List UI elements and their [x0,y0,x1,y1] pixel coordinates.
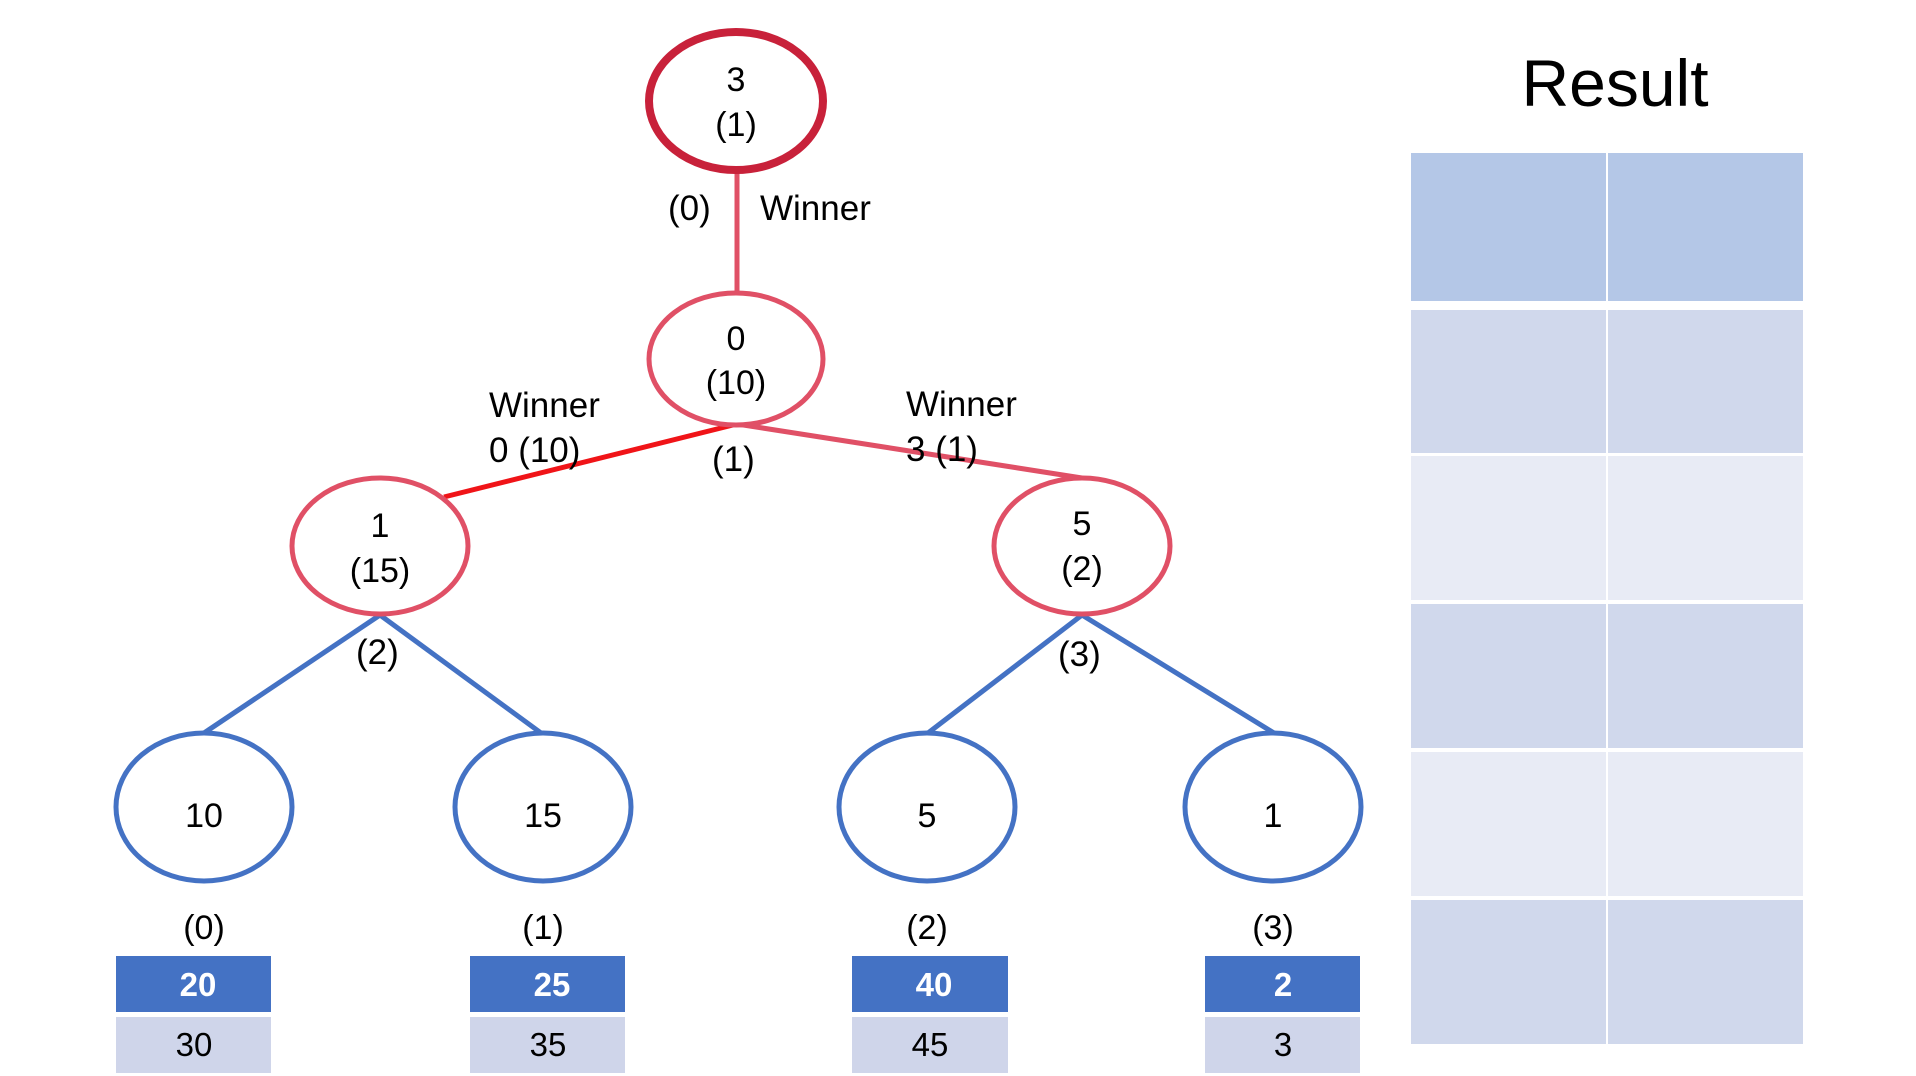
edge-labels: (0) Winner Winner 0 (10) Winner 3 (1) (1… [356,189,1101,674]
run-3: (3) 2 3 [1205,909,1360,1073]
edge-level1-right [736,421,1083,481]
result-cell [1608,456,1803,600]
result-cell [1608,752,1803,896]
root-node: 3 (1) [645,28,827,174]
run-next-value: 30 [176,1026,213,1063]
run-index-label: (3) [1252,909,1294,947]
leaf-node-2: 5 [836,730,1018,884]
level1-index-label: (1) [712,440,755,479]
winner-right-value: 3 (1) [906,430,978,469]
root-edge-index-label: (0) [668,189,711,228]
run-next-value: 45 [912,1026,949,1063]
run-next-value: 3 [1274,1026,1292,1063]
result-cell [1608,310,1803,453]
leaf-node-0: 10 [113,730,295,884]
result-cell [1411,752,1606,896]
result-cell [1608,604,1803,748]
root-node-index: (1) [715,106,757,144]
result-title: Result [1521,46,1708,120]
result-cell [1411,900,1606,1044]
leaf-node-circle [113,730,295,884]
run-next-cell [852,1017,1008,1073]
run-index-label: (2) [906,909,948,947]
run-next-cell [1205,1017,1360,1073]
root-node-value: 3 [727,61,746,99]
run-head-cell [1205,956,1360,1012]
level2-right-node-index: (2) [1061,550,1103,588]
result-panel: Result [1411,46,1803,1044]
run-index-label: (1) [522,909,564,947]
level2-left-node-circle [289,475,471,617]
tree-edges [202,170,1276,736]
level2-left-node-index: (15) [350,552,410,590]
run-next-cell [470,1017,625,1073]
edge-level1-left-winner-path [443,421,738,500]
leaf-node-value: 10 [185,797,223,835]
edge-left-leaf0 [202,612,382,736]
run-index-label: (0) [183,909,225,947]
leaf-node-circle [452,730,634,884]
edge-right-leaf2 [926,613,1084,735]
leaf-node-circle [1182,730,1364,884]
leaf-node-circle [836,730,1018,884]
result-cell [1411,310,1606,453]
run-head-value: 2 [1274,966,1292,1003]
run-0: (0) 20 30 [116,909,271,1073]
run-head-value: 40 [916,966,953,1003]
root-node-circle [645,28,827,174]
level2-left-node-value: 1 [371,507,390,545]
winner-right-label: Winner [906,385,1017,424]
result-table [1411,153,1803,1044]
run-head-value: 20 [180,966,217,1003]
edge-left-leaf1 [378,612,543,736]
level2-left-index-label: (2) [356,633,399,672]
leaf-node-value: 15 [524,797,562,835]
edge-right-leaf3 [1080,612,1276,736]
level1-node-circle [646,290,826,428]
leaf-node-value: 1 [1264,797,1283,835]
run-head-cell [852,956,1008,1012]
result-cell [1411,153,1606,301]
level1-node-index: (10) [706,364,766,402]
level2-right-index-label: (3) [1058,635,1101,674]
leaf-node-value: 5 [918,797,937,835]
result-cell [1411,604,1606,748]
run-1: (1) 25 35 [470,909,625,1073]
result-cell [1411,456,1606,600]
result-cell [1608,153,1803,301]
run-head-cell [116,956,271,1012]
level2-right-node: 5 (2) [991,475,1173,617]
root-edge-winner-label: Winner [760,189,871,228]
run-head-cell [470,956,625,1012]
leaf-node-1: 15 [452,730,634,884]
result-cell [1608,900,1803,1044]
leaf-node-3: 1 [1182,730,1364,884]
level1-node: 0 (10) [646,290,826,428]
run-next-cell [116,1017,271,1073]
level2-right-node-circle [991,475,1173,617]
run-next-value: 35 [530,1026,567,1063]
winner-left-value: 0 (10) [489,431,580,470]
winner-left-label: Winner [489,386,600,425]
level1-node-value: 0 [727,320,746,358]
level2-right-node-value: 5 [1073,505,1092,543]
run-2: (2) 40 45 [852,909,1008,1073]
level2-left-node: 1 (15) [289,475,471,617]
run-head-value: 25 [534,966,571,1003]
